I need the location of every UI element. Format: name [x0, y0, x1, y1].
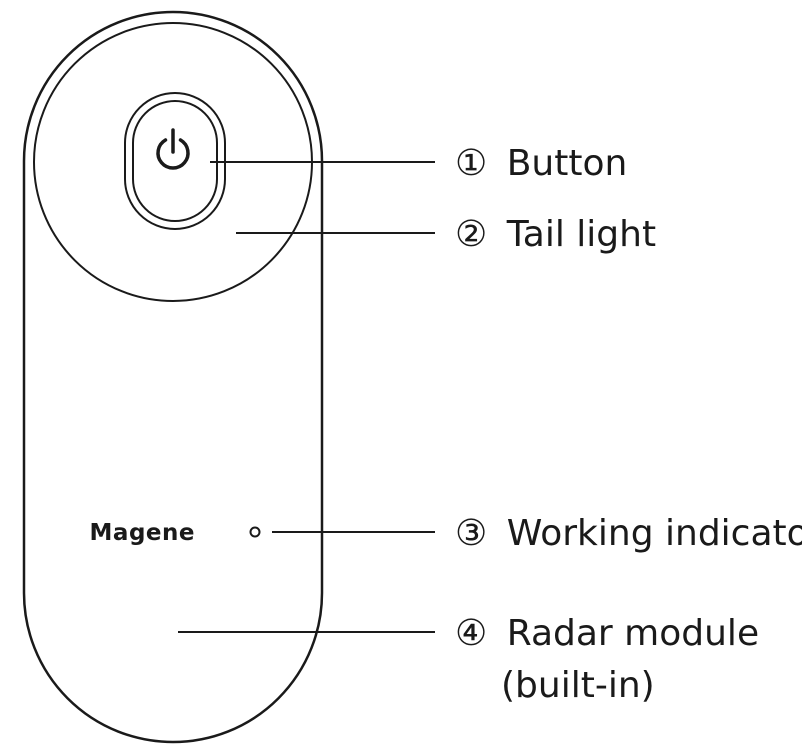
- power-button: [124, 92, 226, 230]
- callout-radar-module: ④ Radar module: [455, 613, 759, 654]
- callout-marker: ②: [455, 214, 487, 255]
- callout-marker: ③: [455, 513, 487, 554]
- callout-marker: ④: [455, 613, 487, 654]
- brand-logo: Magene: [90, 520, 195, 546]
- callout-marker: ①: [455, 143, 487, 184]
- power-icon: [156, 128, 190, 170]
- callout-label: Button: [507, 143, 628, 184]
- callout-label: Radar module: [507, 613, 759, 654]
- indicator-led-icon: [249, 526, 261, 538]
- callout-radar-module-line2: (built-in): [501, 665, 655, 706]
- callout-tail-light: ② Tail light: [455, 214, 656, 255]
- callout-label: Tail light: [506, 214, 656, 255]
- callout-label: Working indicator: [507, 513, 802, 554]
- callout-working-indicator: ③ Working indicator: [455, 513, 802, 554]
- callout-button: ① Button: [455, 143, 627, 184]
